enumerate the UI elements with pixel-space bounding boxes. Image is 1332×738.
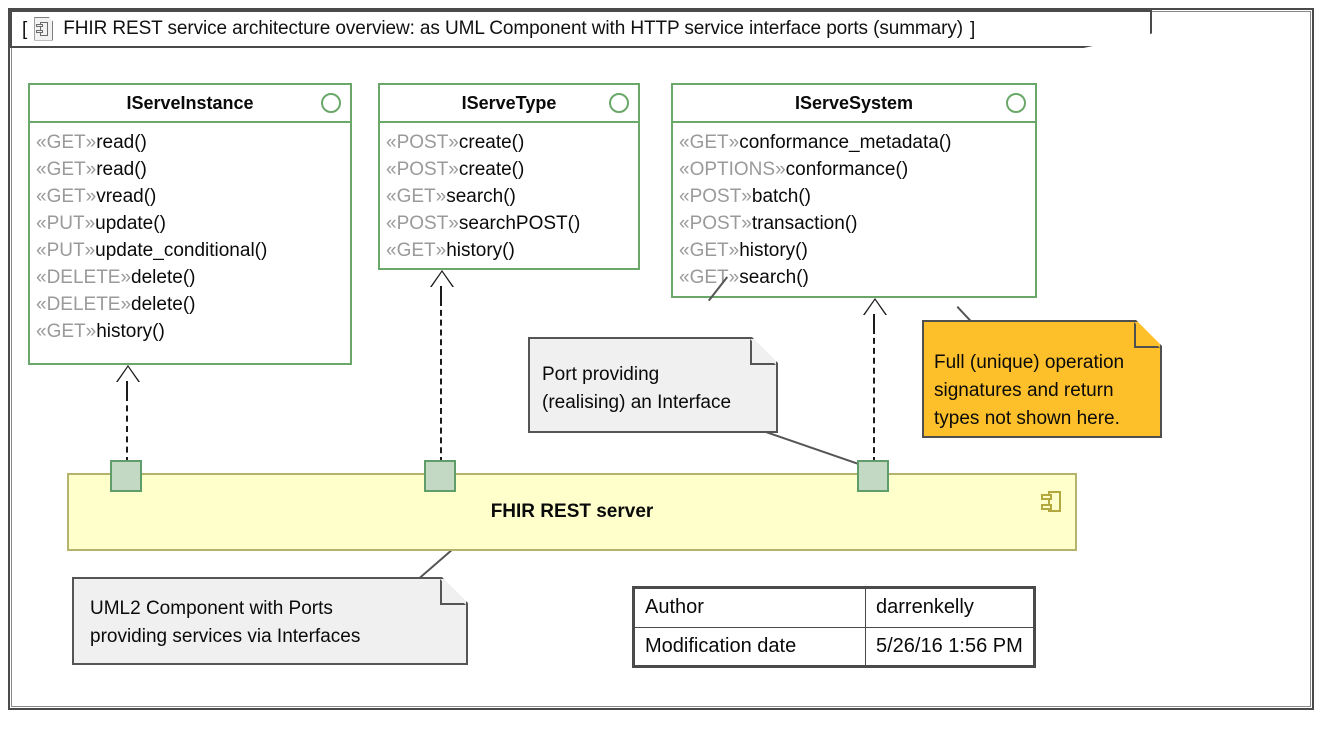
interface-circle-icon [609,93,629,113]
page-title: FHIR REST service architecture overview:… [63,18,963,39]
operation-row: «GET»read() [36,159,147,180]
interface-operations: «GET»read() «GET»read() «GET»vread() «PU… [30,123,350,355]
note-fold-corner [1134,322,1160,348]
note-fold-corner [440,579,466,605]
operation-row: «POST»create() [386,132,525,153]
interface-name: IServeSystem [794,92,914,113]
port-iservesystem[interactable] [857,460,889,492]
port-iservetype[interactable] [424,460,456,492]
operation-row: «DELETE»delete() [36,267,196,288]
title-bracket-open: [ [22,18,28,40]
interface-operations: «GET»conformance_metadata() «OPTIONS»con… [673,123,1035,301]
table-row: Author darrenkelly [634,588,1034,628]
uml-component-icon [1041,489,1063,515]
operation-row: «GET»history() [36,321,165,342]
note-text: Port providing (realising) an Interface [542,364,732,413]
operation-row: «GET»vread() [36,186,157,207]
operation-row: «POST»batch() [679,186,812,207]
component-name: FHIR REST server [490,501,654,522]
table-cell-key: Author [634,588,866,628]
interface-circle-icon [1006,93,1026,113]
interface-iservesystem[interactable]: IServeSystem «GET»conformance_metadata()… [671,83,1037,298]
note-fold-corner [750,339,776,365]
operation-row: «GET»conformance_metadata() [679,132,952,153]
operation-row: «PUT»update_conditional() [36,240,268,261]
note-uml2-component: UML2 Component with Ports providing serv… [72,577,468,665]
table-cell-key: Modification date [634,626,866,666]
operation-row: «GET»read() [36,132,147,153]
operation-row: «PUT»update() [36,213,166,234]
operation-row: «DELETE»delete() [36,294,196,315]
interface-header: IServeInstance [30,85,350,123]
port-iserveinstance[interactable] [110,460,142,492]
interface-operations: «POST»create() «POST»create() «GET»searc… [380,123,638,274]
note-port-providing: Port providing (realising) an Interface [528,337,778,433]
note-text: Full (unique) operation signatures and r… [934,352,1125,429]
uml-diagram-document-icon [34,16,56,42]
operation-row: «GET»history() [386,240,515,261]
operation-row: «POST»transaction() [679,213,858,234]
metadata-table: Author darrenkelly Modification date 5/2… [632,586,1036,668]
operation-row: «POST»create() [386,159,525,180]
interface-header: IServeSystem [673,85,1035,123]
operation-row: «POST»searchPOST() [386,213,581,234]
title-bracket-close: ] [969,18,976,40]
table-cell-value: 5/26/16 1:56 PM [865,626,1034,666]
diagram-title-tab: [ FHIR REST service architecture overvie… [10,10,1152,48]
note-signatures: Full (unique) operation signatures and r… [922,320,1162,438]
operation-row: «GET»search() [386,186,516,207]
operation-row: «OPTIONS»conformance() [679,159,909,180]
component-fhir-rest-server[interactable]: FHIR REST server [67,473,1077,551]
note-text: UML2 Component with Ports providing serv… [90,598,361,647]
interface-name: IServeInstance [126,92,254,113]
interface-name: IServeType [461,92,557,113]
operation-row: «GET»history() [679,240,808,261]
interface-iserveinstance[interactable]: IServeInstance «GET»read() «GET»read() «… [28,83,352,365]
table-cell-value: darrenkelly [865,588,1034,628]
operation-row: «GET»search() [679,267,809,288]
interface-header: IServeType [380,85,638,123]
table-row: Modification date 5/26/16 1:56 PM [634,626,1034,666]
interface-iservetype[interactable]: IServeType «POST»create() «POST»create()… [378,83,640,270]
interface-circle-icon [321,93,341,113]
